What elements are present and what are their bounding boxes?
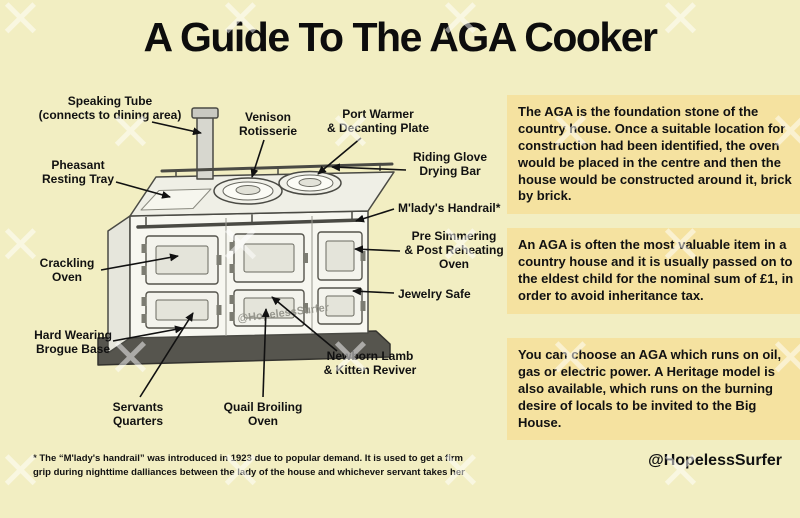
label-line: Oven [247, 414, 279, 429]
label-line: Venison [244, 110, 291, 124]
label-line: Rotisserie [238, 124, 298, 139]
leader-speaking-tube [151, 121, 202, 136]
label-line: Port Warmer [342, 107, 414, 121]
label-line: Quail Broiling [223, 400, 303, 414]
label-mladys-handrail: M'lady's Handrail* [398, 201, 500, 215]
leader-lines [100, 121, 407, 398]
label-line: Oven [51, 270, 82, 285]
leader-brogue-base [112, 325, 184, 342]
label-riding-glove-drying-bar: Riding Glove Drying Bar [413, 150, 487, 178]
label-line: Pheasant [51, 158, 105, 172]
label-crackling-oven: Crackling Oven [40, 256, 95, 284]
page-title: A Guide To The AGA Cooker [143, 14, 658, 60]
artist-credit: @HopelessSurfer [648, 452, 782, 469]
drying-bar-rail [160, 162, 394, 177]
info-box-text: You can choose an AGA which runs on oil,… [518, 347, 782, 430]
leader-venison [250, 139, 265, 178]
label-line: Brogue Base [35, 342, 111, 357]
footnote: * The “M'lady's handrail” was introduced… [33, 453, 465, 478]
oven-door-top-left [141, 235, 222, 285]
label-pheasant-resting-tray: Pheasant Resting Tray [42, 158, 114, 186]
label-line: (connects to dining area) [38, 108, 182, 123]
right-hotplate [278, 170, 342, 196]
label-line: Resting Tray [41, 172, 115, 187]
oven-door-bottom-right [317, 287, 366, 325]
label-servants-quarters: Servants Quarters [113, 400, 164, 428]
leader-servants [139, 312, 194, 398]
oven-door-top-right [317, 231, 366, 281]
label-quail-broiling-oven: Quail Broiling Oven [224, 400, 303, 428]
leader-mladys-handrail [355, 208, 395, 223]
leader-newborn-lamb [271, 296, 338, 352]
label-line: Jewelry Safe [398, 287, 471, 301]
label-line: & Kitten Reviver [323, 363, 417, 378]
label-line: Pre Simmering [411, 229, 497, 243]
info-box-text: The AGA is the foundation stone of the c… [518, 104, 792, 204]
leader-pre-simmering [354, 245, 401, 254]
leader-quail [261, 308, 270, 398]
leader-pheasant-tray [115, 181, 171, 199]
label-newborn-lamb-kitten-reviver: Newborn Lamb & Kitten Reviver [324, 349, 417, 377]
label-line: M'lady's Handrail* [398, 201, 501, 215]
leader-jewelry-safe [352, 287, 395, 296]
oven-door-bottom-middle [229, 289, 308, 327]
label-line: Hard Wearing [34, 328, 112, 342]
label-line: Drying Bar [419, 164, 481, 179]
label-port-warmer: Port Warmer & Decanting Plate [327, 107, 429, 135]
left-hotplate [213, 177, 283, 205]
label-pre-simmering-oven: Pre Simmering & Post Reheating Oven [404, 229, 503, 271]
label-line: Oven [438, 257, 470, 272]
handrail [136, 212, 364, 229]
info-box-inheritance: An AGA is often the most valuable item i… [507, 228, 800, 314]
info-box-foundation: The AGA is the foundation stone of the c… [507, 95, 800, 215]
info-box-text: An AGA is often the most valuable item i… [518, 237, 794, 303]
label-speaking-tube: Speaking Tube (connects to dining area) [39, 94, 182, 122]
label-line: & Post Reheating [404, 243, 504, 258]
leader-port-warmer [317, 137, 362, 175]
label-line: Speaking Tube [67, 94, 153, 108]
label-line: & Decanting Plate [326, 121, 430, 136]
leader-riding-glove [331, 163, 407, 172]
label-hard-wearing-brogue-base: Hard Wearing Brogue Base [34, 328, 112, 356]
label-line: Crackling [39, 256, 95, 270]
label-jewelry-safe: Jewelry Safe [398, 287, 471, 301]
label-line: Riding Glove [412, 150, 488, 164]
oven-door-bottom-left [141, 291, 222, 329]
label-venison-rotisserie: Venison Rotisserie [239, 110, 297, 138]
oven-door-top-middle [229, 233, 308, 283]
label-line: Newborn Lamb [326, 349, 414, 363]
leader-crackling-oven [100, 253, 179, 271]
info-box-power: You can choose an AGA which runs on oil,… [507, 338, 800, 441]
label-line: Quarters [112, 414, 164, 429]
label-line: Servants [112, 400, 164, 414]
